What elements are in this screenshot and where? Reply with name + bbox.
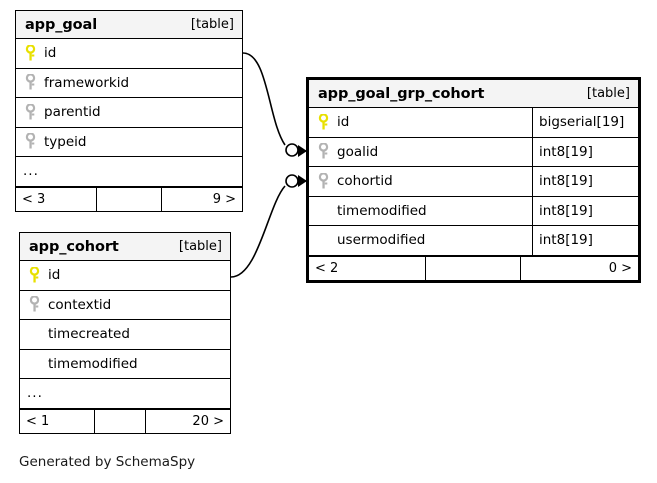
no-key-icon [29, 350, 48, 379]
column-name-cell: typeid [16, 128, 242, 157]
column-label: usermodified [337, 232, 426, 249]
table-type-tag: [table] [190, 17, 234, 32]
column-name-cell: usermodified [309, 226, 532, 255]
column-label: timemodified [48, 355, 138, 372]
column-name-cell: id [20, 261, 230, 290]
table-title: app_goal_grp_cohort [318, 85, 485, 102]
column-label: id [48, 267, 61, 284]
column-name-cell: id [16, 39, 242, 68]
more-columns-row: ... [20, 379, 230, 409]
column-type-cell: int8[19] [532, 226, 638, 255]
column-name-cell: timecreated [20, 320, 230, 349]
column-type-cell: int8[19] [532, 196, 638, 225]
ellipsis-label: ... [23, 163, 39, 180]
column-row-id[interactable]: id bigserial[19] [309, 108, 638, 138]
column-name-cell: timemodified [309, 197, 532, 226]
table-header-app-goal-grp-cohort: app_goal_grp_cohort [table] [309, 80, 638, 108]
incoming-relations-count[interactable]: < 2 [315, 260, 339, 276]
column-label: id [44, 45, 57, 62]
column-label: contextid [48, 296, 112, 313]
column-row-goalid[interactable]: goalid int8[19] [309, 137, 638, 167]
no-key-icon [318, 226, 337, 255]
column-type-cell: int8[19] [532, 167, 638, 196]
ellipsis-label: ... [27, 385, 43, 402]
footer-middle-cell [94, 409, 146, 433]
foreign-key-icon [318, 138, 337, 167]
table-type-tag: [table] [586, 86, 630, 101]
generated-by-label: Generated by SchemaSpy [19, 454, 196, 470]
column-name-cell: goalid [309, 138, 532, 167]
column-label: cohortid [337, 173, 393, 190]
outgoing-relations-count[interactable]: 9 > [212, 191, 236, 207]
optional-marker-circle [285, 174, 299, 188]
footer-middle-cell [425, 256, 521, 280]
table-footer-app-cohort: < 1 20 > [20, 408, 230, 433]
column-row-typeid[interactable]: typeid [16, 128, 242, 157]
incoming-relations-count[interactable]: < 3 [22, 191, 46, 207]
incoming-relations-count[interactable]: < 1 [26, 413, 50, 429]
table-type-tag: [table] [178, 239, 222, 254]
column-label: frameworkid [44, 74, 130, 91]
table-footer-app-goal: < 3 9 > [16, 186, 242, 211]
column-row-parentid[interactable]: parentid [16, 98, 242, 128]
column-type-cell: bigserial[19] [532, 108, 638, 137]
column-row-contextid[interactable]: contextid [20, 291, 230, 320]
foreign-key-icon [318, 167, 337, 196]
column-row-timemodified[interactable]: timemodified int8[19] [309, 196, 638, 226]
column-label: goalid [337, 143, 379, 160]
column-row-id[interactable]: id [16, 39, 242, 69]
column-label: parentid [44, 104, 101, 121]
column-type-label: int8[19] [539, 232, 593, 249]
table-title: app_cohort [29, 238, 119, 255]
column-type-label: int8[19] [539, 143, 593, 160]
outgoing-relations-count[interactable]: 20 > [192, 413, 224, 429]
table-title: app_goal [25, 16, 98, 33]
column-name-cell: parentid [16, 98, 242, 127]
table-header-app-goal: app_goal [table] [16, 11, 242, 39]
table-app-goal[interactable]: app_goal [table] id [15, 10, 243, 212]
column-name-cell: frameworkid [16, 69, 242, 98]
primary-key-icon [29, 261, 48, 290]
foreign-key-icon [25, 69, 44, 98]
outgoing-relations-count[interactable]: 0 > [608, 260, 632, 276]
more-columns-row: ... [16, 157, 242, 187]
column-row-id[interactable]: id [20, 261, 230, 291]
foreign-key-icon [25, 98, 44, 127]
no-key-icon [318, 197, 337, 226]
table-app-goal-grp-cohort[interactable]: app_goal_grp_cohort [table] id bigserial… [306, 77, 641, 283]
column-type-cell: int8[19] [532, 137, 638, 166]
primary-key-icon [318, 108, 337, 137]
primary-key-icon [25, 39, 44, 68]
table-header-app-cohort: app_cohort [table] [20, 233, 230, 261]
column-label: timemodified [337, 202, 427, 219]
column-type-label: int8[19] [539, 173, 593, 190]
foreign-key-icon [25, 128, 44, 157]
footer-middle-cell [96, 187, 162, 211]
table-footer-app-goal-grp-cohort: < 2 0 > [309, 255, 638, 280]
column-name-cell: id [309, 108, 532, 137]
relationship-app-goal-to-goalid [242, 52, 307, 157]
column-label: timecreated [48, 326, 130, 343]
column-row-usermodified[interactable]: usermodified int8[19] [309, 226, 638, 256]
foreign-key-icon [29, 291, 48, 320]
column-type-label: bigserial[19] [539, 114, 625, 131]
column-row-timemodified[interactable]: timemodified [20, 350, 230, 379]
column-row-cohortid[interactable]: cohortid int8[19] [309, 167, 638, 197]
column-label: id [337, 114, 350, 131]
no-key-icon [29, 320, 48, 349]
column-type-label: int8[19] [539, 202, 593, 219]
optional-marker-circle [285, 143, 299, 157]
column-row-frameworkid[interactable]: frameworkid [16, 69, 242, 98]
column-name-cell: contextid [20, 291, 230, 320]
column-name-cell: timemodified [20, 350, 230, 379]
column-row-timecreated[interactable]: timecreated [20, 320, 230, 350]
table-app-cohort[interactable]: app_cohort [table] id [19, 232, 231, 434]
column-name-cell: cohortid [309, 167, 532, 196]
column-label: typeid [44, 133, 87, 150]
